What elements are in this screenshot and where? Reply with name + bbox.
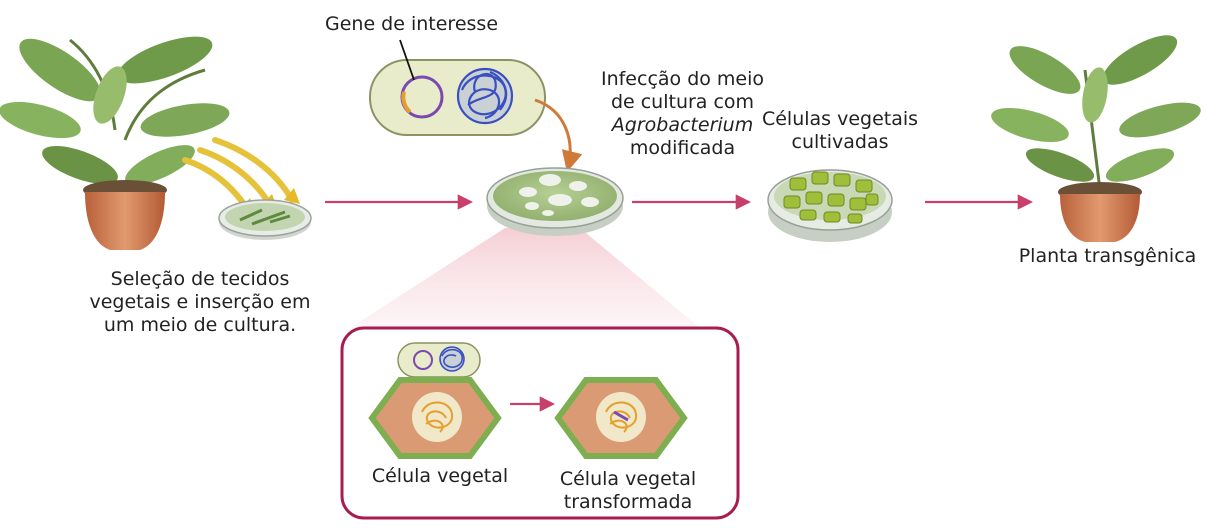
transgenic-plant-label: Planta transgênica xyxy=(1018,245,1197,267)
source-plant xyxy=(0,36,230,250)
transformed-cell-label: Célula vegetal transformada xyxy=(559,468,697,513)
zoom-projection xyxy=(350,228,700,328)
gene-label: Gene de interesse xyxy=(325,13,499,35)
infected-dish xyxy=(486,167,624,236)
selection-label: Seleção de tecidos vegetais e inserção e… xyxy=(89,268,311,336)
agrobacterium-to-dish-arrow xyxy=(534,98,583,173)
transgenic-plant xyxy=(991,35,1201,242)
gene-pointer xyxy=(399,39,415,81)
agrobacterium xyxy=(369,59,546,136)
cultured-cells-dish xyxy=(767,169,893,242)
transformed-cell xyxy=(554,377,688,459)
plant-cell-label: Célula vegetal xyxy=(371,465,509,487)
inset-agrobacterium xyxy=(397,342,481,378)
infection-label: Infecção do meio de cultura com Agrobact… xyxy=(600,68,765,159)
cultured-cells-label: Células vegetais cultivadas xyxy=(761,108,919,153)
tissue-dish xyxy=(218,199,312,240)
plant-cell xyxy=(368,377,502,459)
tissue-transfer-arrows xyxy=(182,137,295,213)
